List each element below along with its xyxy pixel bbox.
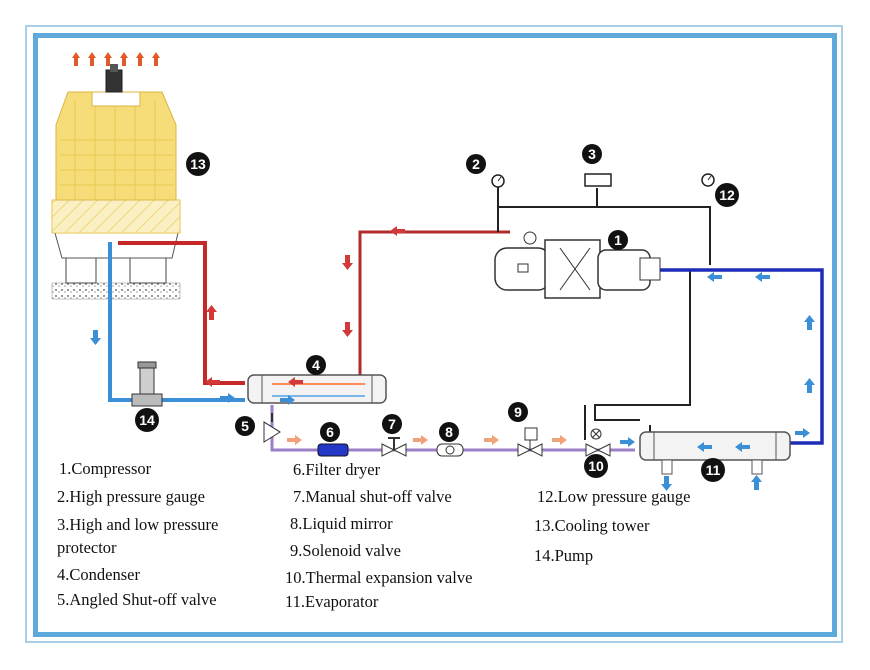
svg-text:6: 6 bbox=[326, 424, 334, 440]
solenoid-valve bbox=[517, 427, 543, 457]
marker-13: 13 bbox=[186, 152, 210, 176]
hot-air-arrows bbox=[72, 52, 160, 66]
legend-item-pump: 14.Pump bbox=[534, 546, 594, 565]
marker-7: 7 bbox=[382, 414, 402, 434]
gauge-lines bbox=[497, 187, 711, 265]
compressor bbox=[494, 231, 661, 299]
flow-arrows bbox=[90, 226, 815, 491]
inner-frame bbox=[33, 33, 837, 637]
marker-12: 12 bbox=[715, 183, 739, 207]
legend-item-cooling-tower: 13.Cooling tower bbox=[534, 516, 650, 535]
manual-shutoff-valve bbox=[381, 437, 407, 457]
marker-2: 2 bbox=[466, 154, 486, 174]
marker-14: 14 bbox=[135, 408, 159, 432]
svg-text:13: 13 bbox=[190, 156, 206, 172]
svg-text:8: 8 bbox=[445, 424, 453, 440]
legend-item-pressure-protector-cont: protector bbox=[57, 538, 117, 557]
legend-item-manual-shutoff-valve: 7.Manual shut-off valve bbox=[293, 487, 452, 506]
svg-text:11: 11 bbox=[706, 462, 721, 478]
legend-item-pressure-protector: 3.High and low pressure bbox=[57, 515, 219, 534]
discharge-line bbox=[358, 230, 510, 378]
cooling-water-supply-pipe bbox=[118, 241, 245, 385]
angled-shutoff-valve bbox=[263, 413, 281, 443]
svg-text:2: 2 bbox=[472, 156, 480, 172]
pressure-protector bbox=[584, 173, 612, 187]
marker-10: 10 bbox=[584, 454, 608, 478]
legend-item-low-pressure-gauge: 12.Low pressure gauge bbox=[537, 487, 691, 506]
legend-item-high-pressure-gauge: 2.High pressure gauge bbox=[57, 487, 206, 506]
chilled-water-loop bbox=[650, 268, 824, 445]
legend-item-liquid-mirror: 8.Liquid mirror bbox=[290, 514, 393, 533]
liquid-mirror bbox=[436, 443, 464, 457]
marker-6: 6 bbox=[320, 422, 340, 442]
marker-1: 1 bbox=[608, 230, 628, 250]
svg-text:5: 5 bbox=[241, 418, 249, 434]
filter-dryer bbox=[317, 443, 349, 457]
svg-text:12: 12 bbox=[719, 187, 735, 203]
outer-frame bbox=[25, 25, 843, 643]
pump bbox=[131, 361, 163, 407]
svg-text:14: 14 bbox=[139, 412, 155, 428]
thermal-expansion-valve bbox=[585, 428, 611, 457]
legend-item-thermal-expansion-valve: 10.Thermal expansion valve bbox=[285, 568, 473, 587]
suction-line bbox=[594, 269, 691, 438]
marker-8: 8 bbox=[439, 422, 459, 442]
svg-text:1: 1 bbox=[614, 232, 622, 248]
svg-text:4: 4 bbox=[312, 357, 320, 373]
marker-11: 11 bbox=[701, 458, 725, 482]
legend-item-filter-dryer: 6.Filter dryer bbox=[293, 460, 381, 479]
svg-text:7: 7 bbox=[388, 416, 396, 432]
condenser bbox=[247, 374, 387, 404]
marker-4: 4 bbox=[306, 355, 326, 375]
legend-item-condenser: 4.Condenser bbox=[57, 565, 140, 584]
legend-item-angled-shutoff-valve: 5.Angled Shut-off valve bbox=[57, 590, 217, 609]
marker-5: 5 bbox=[235, 416, 255, 436]
marker-3: 3 bbox=[582, 144, 602, 164]
legend-item-solenoid-valve: 9.Solenoid valve bbox=[290, 541, 401, 560]
cooling-tower bbox=[51, 64, 181, 300]
svg-text:3: 3 bbox=[588, 146, 596, 162]
svg-text:9: 9 bbox=[514, 404, 522, 420]
legend-item-compressor: 1.Compressor bbox=[59, 459, 152, 478]
marker-9: 9 bbox=[508, 402, 528, 422]
legend-item-evaporator: 11.Evaporator bbox=[285, 592, 379, 611]
svg-text:10: 10 bbox=[588, 458, 604, 474]
